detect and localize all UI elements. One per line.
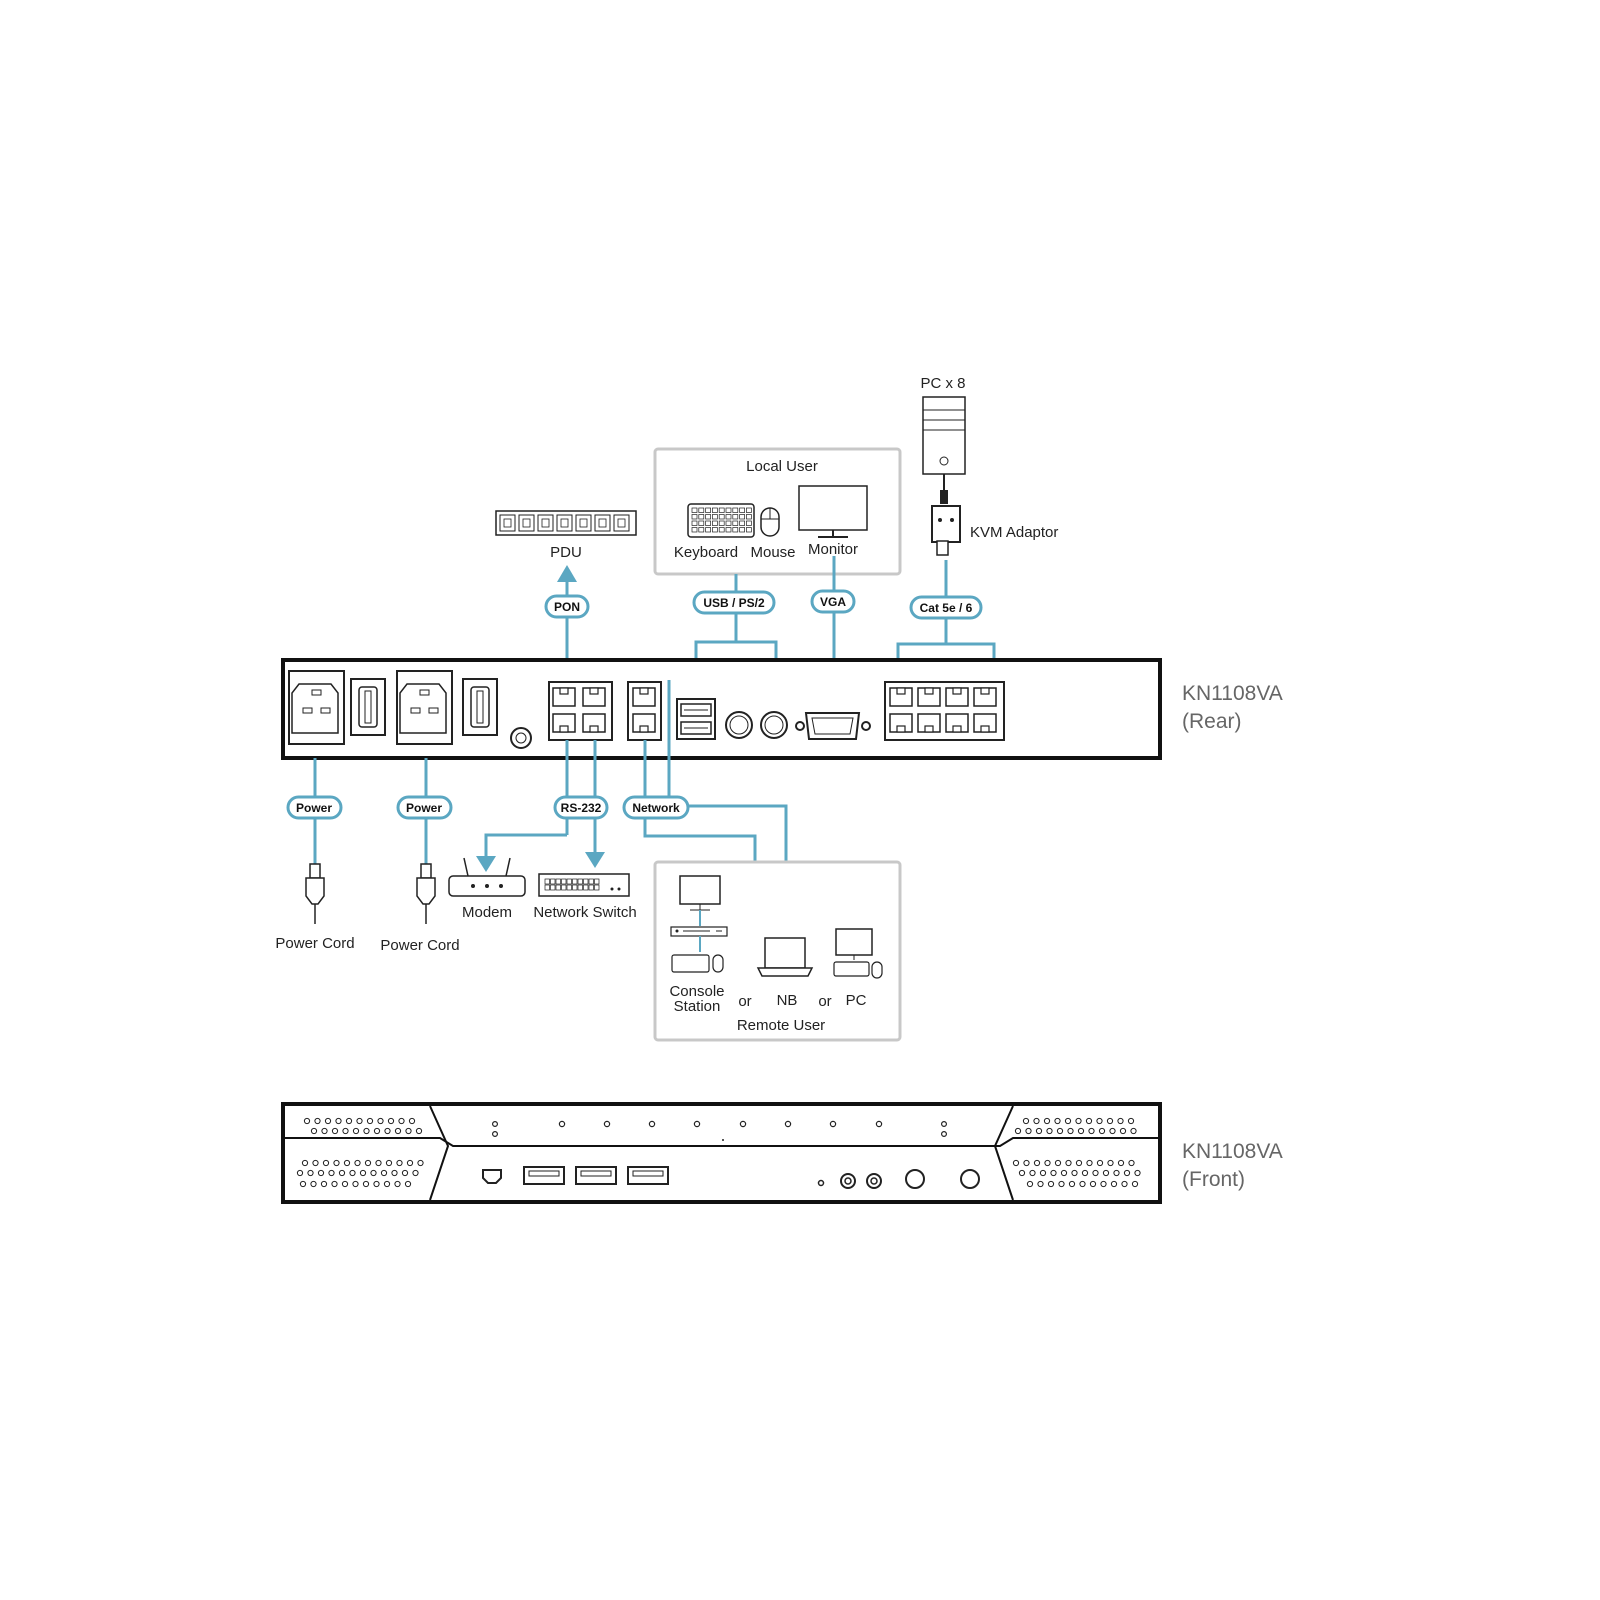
power-inlet-2	[396, 670, 453, 745]
rj45-port	[632, 713, 656, 733]
console-station-label-2: Station	[674, 998, 721, 1015]
ground-screw	[510, 727, 532, 749]
kvm-adaptor-label: KVM Adaptor	[970, 524, 1058, 541]
svg-text:USB / PS/2: USB / PS/2	[703, 596, 765, 610]
pdu-icon	[495, 510, 637, 536]
power-cord-label-2: Power Cord	[380, 937, 459, 954]
rj45-port	[889, 687, 913, 707]
monitor-label: Monitor	[808, 541, 858, 558]
svg-text:Power: Power	[296, 801, 332, 815]
remote-user-title: Remote User	[737, 1017, 825, 1034]
ps2-keyboard-port	[725, 711, 753, 739]
console-station-icon	[670, 875, 728, 973]
rj45-port	[889, 713, 913, 733]
rj45-port	[552, 713, 576, 733]
laptop-icon	[756, 937, 814, 977]
power-inlet-1	[288, 670, 345, 745]
nb-label: NB	[777, 992, 798, 1009]
front-button-2	[960, 1169, 980, 1189]
console-station-label-1: Console	[669, 983, 724, 1000]
modem-label: Modem	[462, 904, 512, 921]
vga-connection-label: VGA	[810, 589, 856, 614]
usb-ports	[676, 698, 716, 740]
rj45-port	[917, 687, 941, 707]
or-label-2: or	[818, 993, 831, 1010]
power-plug-icon	[305, 863, 325, 924]
network-switch-icon	[538, 873, 630, 897]
ps2-mouse-port	[760, 711, 788, 739]
front-usb-port-2	[575, 1166, 617, 1185]
front-view-label: (Front)	[1182, 1168, 1245, 1191]
rear-model-label: KN1108VA	[1182, 682, 1283, 705]
svg-text:Power: Power	[406, 801, 442, 815]
rear-view-label: (Rear)	[1182, 710, 1242, 733]
rs232-connection-label: RS-232	[553, 795, 609, 820]
monitor-icon	[798, 485, 868, 538]
rj45-port	[552, 687, 576, 707]
keyboard-icon	[687, 503, 755, 538]
front-audio-jack-1	[840, 1173, 856, 1189]
svg-text:Cat 5e / 6: Cat 5e / 6	[920, 601, 973, 615]
pc-remote-label: PC	[846, 992, 867, 1009]
local-user-title: Local User	[746, 458, 818, 475]
mouse-icon	[760, 507, 780, 537]
front-hdmi-port	[482, 1169, 502, 1184]
svg-text:Network: Network	[632, 801, 680, 815]
rj45-port	[945, 687, 969, 707]
front-unit	[281, 1102, 1162, 1204]
power-plug-icon	[416, 863, 436, 924]
rj45-port	[973, 687, 997, 707]
svg-text:RS-232: RS-232	[561, 801, 602, 815]
power-connection-label-1: Power	[286, 795, 343, 820]
rj45-port	[917, 713, 941, 733]
vga-port	[795, 712, 871, 740]
pdu-label: PDU	[550, 544, 582, 561]
svg-text:VGA: VGA	[820, 595, 846, 609]
pc-tower-icon	[922, 396, 966, 475]
rj45-port	[945, 713, 969, 733]
rj45-port	[632, 687, 656, 707]
front-usb-port-1	[523, 1166, 565, 1185]
front-button-1	[905, 1169, 925, 1189]
power-cord-label-1: Power Cord	[275, 935, 354, 952]
power-switch-1	[350, 678, 386, 736]
or-label-1: or	[738, 993, 751, 1010]
front-usb-port-3	[627, 1166, 669, 1185]
rj45-port	[582, 713, 606, 733]
modem-icon	[448, 857, 526, 897]
keyboard-label: Keyboard	[674, 544, 738, 561]
kvm-adaptor-icon	[931, 474, 961, 556]
cat-connection-label: Cat 5e / 6	[909, 595, 983, 620]
rj45-port	[582, 687, 606, 707]
power-switch-2	[462, 678, 498, 736]
pon-connection-label: PON	[544, 594, 590, 619]
front-audio-jack-2	[866, 1173, 882, 1189]
rj45-port	[973, 713, 997, 733]
network-connection-label: Network	[622, 795, 690, 820]
rear-unit	[281, 658, 1162, 760]
usb-ps2-connection-label: USB / PS/2	[692, 590, 776, 615]
pc-label: PC x 8	[920, 375, 965, 392]
network-switch-label: Network Switch	[533, 904, 636, 921]
desktop-pc-icon	[833, 928, 883, 979]
svg-text:PON: PON	[554, 600, 580, 614]
power-connection-label-2: Power	[396, 795, 453, 820]
front-model-label: KN1108VA	[1182, 1140, 1283, 1163]
mouse-label: Mouse	[750, 544, 795, 561]
